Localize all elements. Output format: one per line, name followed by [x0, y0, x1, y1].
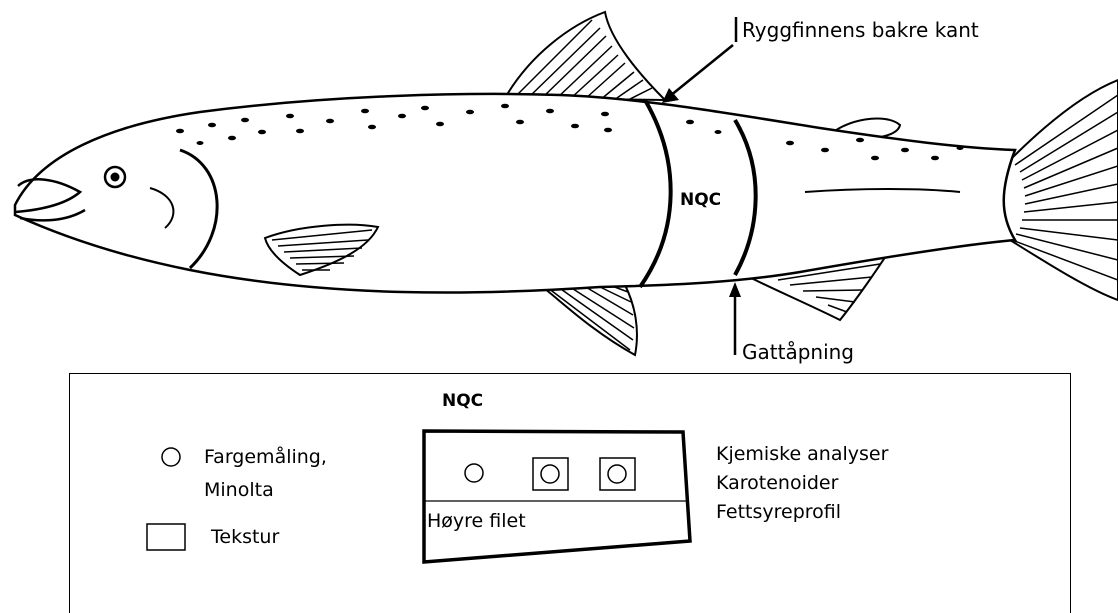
fillet-square-icon [533, 458, 568, 490]
legend-item-color-line2: Minolta [204, 478, 274, 502]
fillet-label: Høyre filet [427, 509, 526, 533]
legend-item-color-line1: Fargemåling, [204, 445, 327, 469]
square-symbol-icon [147, 524, 185, 550]
fillet-circle-icon [465, 464, 483, 482]
fillet-square-icon-2 [600, 458, 635, 490]
circle-symbol-icon [162, 448, 180, 466]
legend-item-texture: Tekstur [211, 525, 279, 549]
fillet-circle-in-square-icon [541, 465, 559, 483]
analysis-item-2: Karotenoider [716, 471, 838, 495]
fillet-circle-in-square-icon-2 [608, 465, 626, 483]
fillet-diagram [424, 431, 690, 562]
analysis-item-1: Kjemiske analyser [716, 442, 888, 466]
analysis-item-3: Fettsyreprofil [716, 500, 841, 524]
